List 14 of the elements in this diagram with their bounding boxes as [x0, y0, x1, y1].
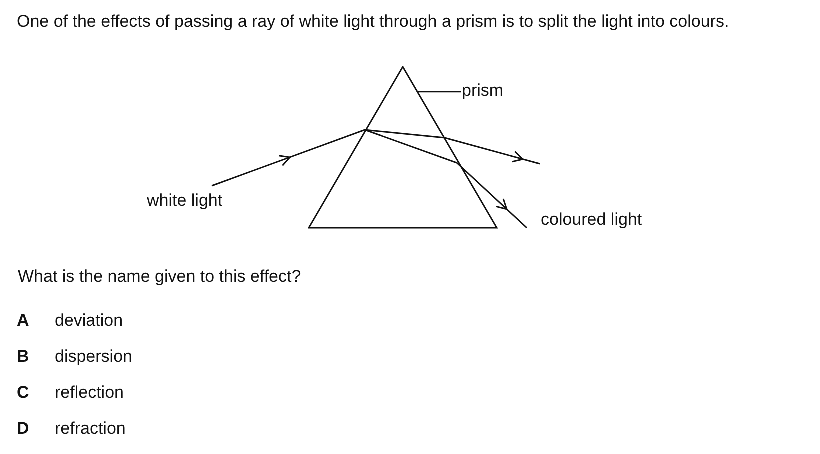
option-letter: D: [17, 419, 30, 439]
option-text: reflection: [55, 383, 124, 403]
part-label: prism: [462, 81, 504, 101]
leader-line: [418, 91, 461, 93]
ray-label: white light: [147, 191, 223, 211]
option-text: refraction: [55, 419, 126, 439]
option-text: deviation: [55, 311, 124, 331]
ray-label: coloured light: [541, 210, 642, 230]
question-text: One of the effects of passing a ray of white light through a prism is to split the light into colours.: [17, 12, 730, 32]
option-letter: B: [17, 347, 30, 367]
question-text: What is the name given to this effect?: [18, 267, 302, 287]
option-letter: A: [17, 311, 30, 331]
option-text: dispersion: [55, 347, 132, 367]
option-letter: C: [17, 383, 30, 403]
